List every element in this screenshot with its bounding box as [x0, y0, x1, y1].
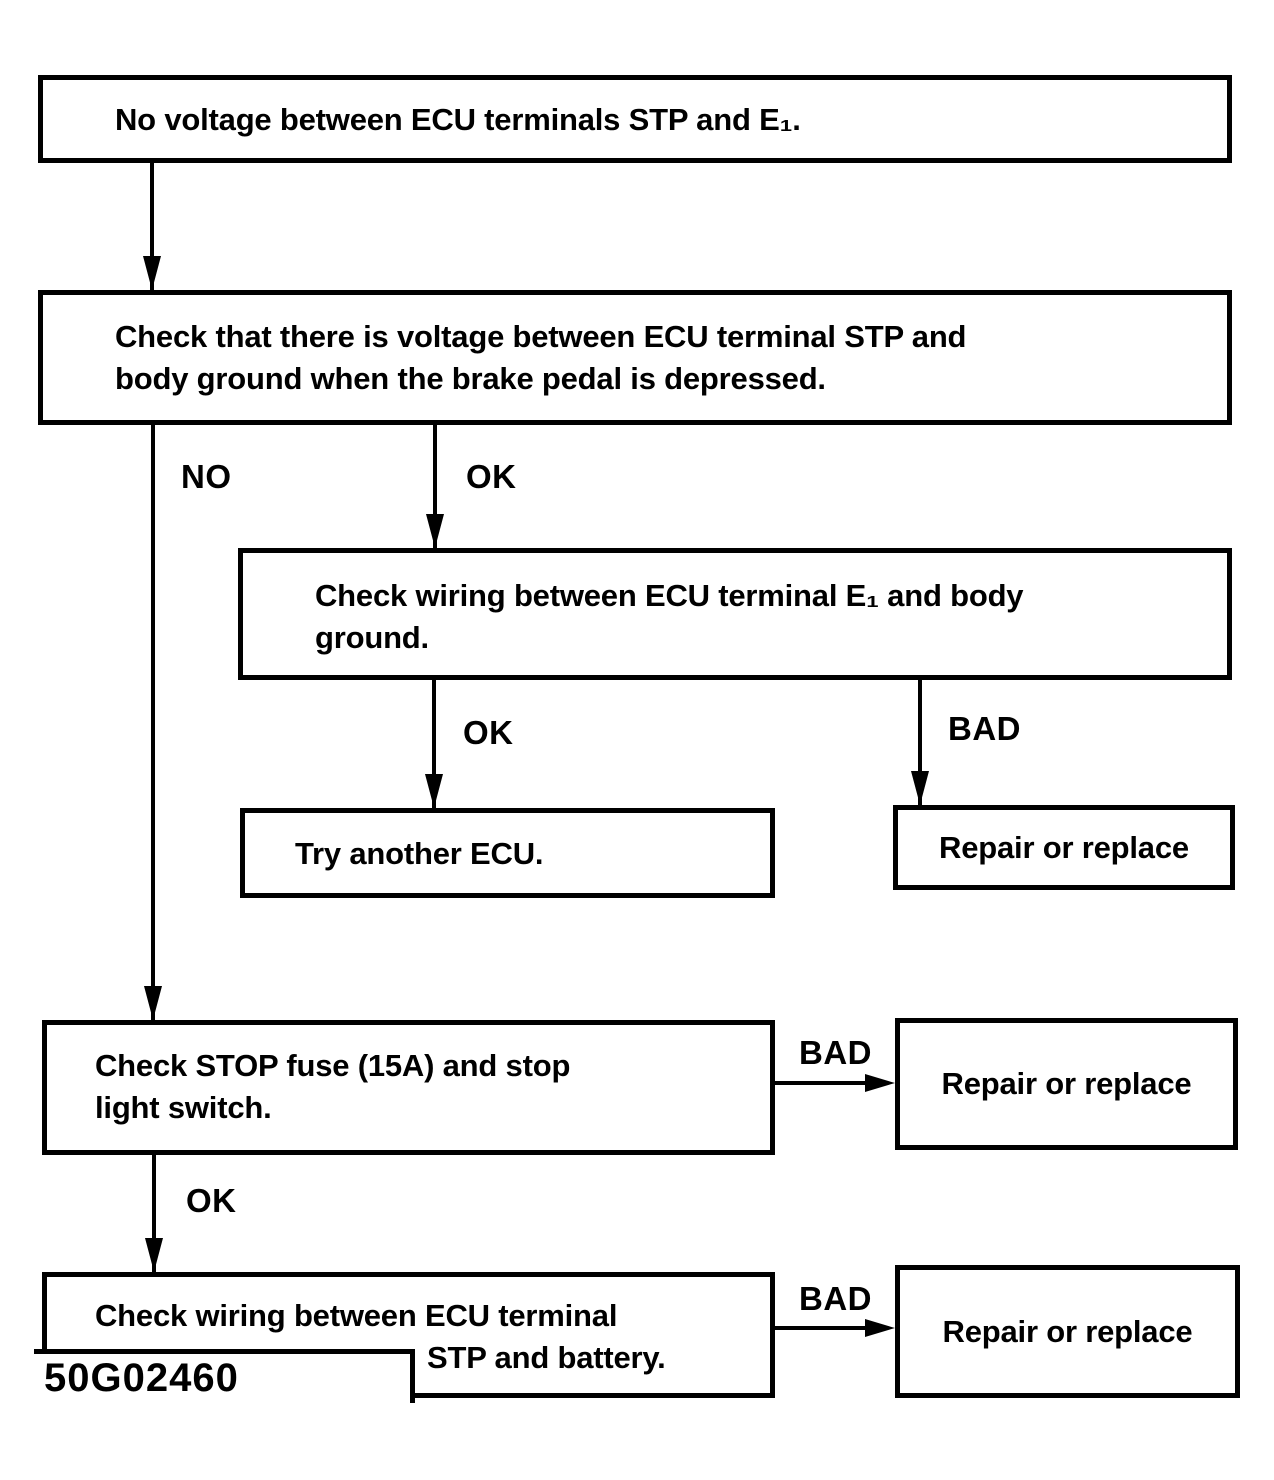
edge-label-bad-3: BAD [799, 1280, 872, 1317]
arrow-line-bad-branch-3 [775, 1326, 870, 1330]
arrow-line-ok-branch-2 [432, 680, 436, 808]
figure-id-label-box [34, 1349, 415, 1403]
node-text: STP and battery. [427, 1340, 666, 1375]
arrowhead-down-icon [143, 256, 161, 290]
node-text: Check wiring between ECU terminal [95, 1298, 618, 1333]
edge-label-bad-2: BAD [799, 1034, 872, 1071]
flow-node-repair-or-replace-2: Repair or replace [895, 1018, 1238, 1150]
flow-node-repair-or-replace-1: Repair or replace [893, 805, 1235, 890]
node-text: Repair or replace [942, 1313, 1193, 1349]
edge-label-ok-2: OK [463, 714, 514, 751]
flow-node-check-voltage-stp-body-ground: Check that there is voltage between ECU … [38, 290, 1232, 425]
arrow-line-bad-branch-1 [918, 680, 922, 805]
arrowhead-down-icon [425, 774, 443, 808]
flow-node-repair-or-replace-3: Repair or replace [895, 1265, 1240, 1398]
edge-label-bad-1: BAD [948, 710, 1021, 747]
flow-node-no-voltage-stp-e1: No voltage between ECU terminals STP and… [38, 75, 1232, 163]
arrowhead-down-icon [144, 986, 162, 1020]
arrowhead-down-icon [426, 514, 444, 548]
node-text: Check that there is voltage between ECU … [115, 319, 967, 354]
flow-node-check-stop-fuse-light-switch: Check STOP fuse (15A) and stop light swi… [42, 1020, 775, 1155]
node-text: light switch. [95, 1090, 272, 1125]
node-text: body ground when the brake pedal is depr… [115, 361, 826, 396]
arrowhead-right-icon [865, 1074, 895, 1092]
arrow-line-ok-branch-1 [433, 425, 437, 548]
node-text: Repair or replace [939, 829, 1189, 865]
arrowhead-down-icon [145, 1238, 163, 1272]
node-text: Try another ECU. [295, 836, 544, 871]
flow-node-check-wiring-e1-body-ground: Check wiring between ECU terminal E₁ and… [238, 548, 1232, 680]
node-text: ground. [315, 620, 429, 655]
edge-label-no: NO [181, 458, 232, 495]
edge-label-ok-3: OK [186, 1182, 237, 1219]
arrowhead-right-icon [865, 1319, 895, 1337]
figure-id: 50G02460 [44, 1356, 239, 1400]
node-text: Repair or replace [941, 1066, 1192, 1101]
node-text: Check wiring between ECU terminal E₁ and… [315, 578, 1024, 613]
arrow-line-bad-branch-2 [775, 1081, 870, 1085]
arrow-line-no-branch [151, 425, 155, 1020]
edge-label-ok-1: OK [466, 458, 517, 495]
arrow-line-n1-n2 [150, 163, 154, 290]
arrow-line-ok-branch-3 [152, 1155, 156, 1272]
flow-node-try-another-ecu: Try another ECU. [240, 808, 775, 898]
node-text: No voltage between ECU terminals STP and… [115, 102, 801, 137]
node-text: Check STOP fuse (15A) and stop [95, 1048, 571, 1083]
arrowhead-down-icon [911, 771, 929, 805]
